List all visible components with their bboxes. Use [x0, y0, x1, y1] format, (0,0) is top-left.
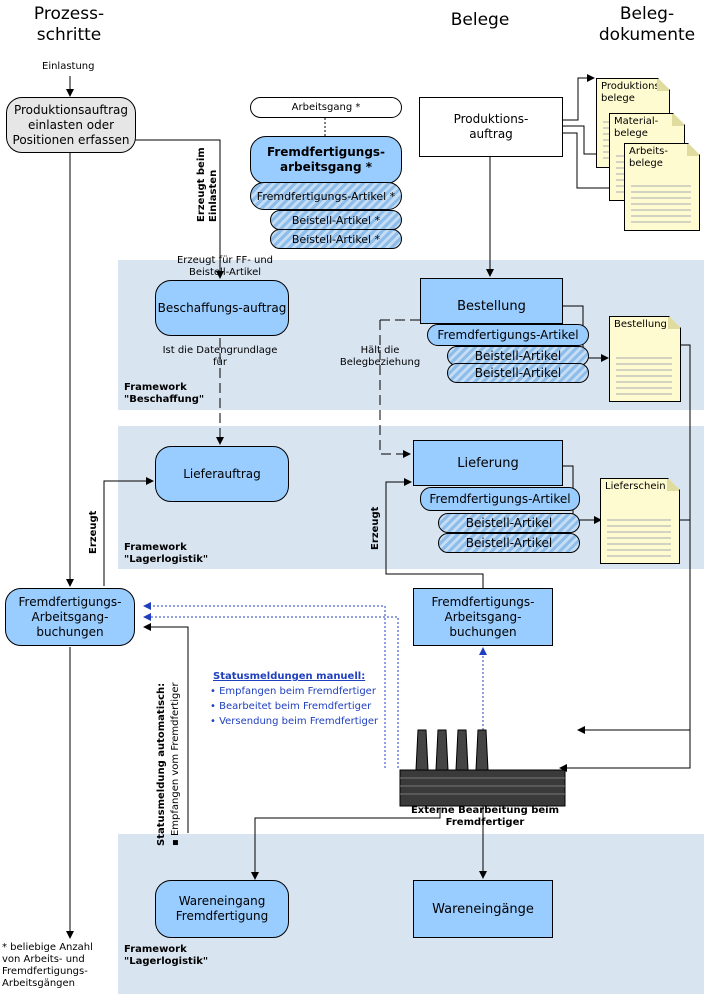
beleg-ff-buchungen[interactable]: Fremdfertigungs-Arbeitsgang-buchungen [413, 588, 553, 646]
footnote: * beliebige Anzahl von Arbeits- und Frem… [2, 942, 93, 989]
beleg-bestellung-b2: Beistell-Artikel [447, 363, 589, 383]
beleg-produktionsauftrag[interactable]: Produktions-auftrag [419, 97, 563, 157]
node-wareneingang[interactable]: Wareneingang Fremdfertigung [155, 880, 289, 938]
beleg-wareneingaenge[interactable]: Wareneingänge [413, 880, 553, 938]
doc-bestellung[interactable]: Bestellung [609, 316, 681, 402]
op-arbeitsgang: Arbeitsgang * [250, 97, 402, 118]
node-ff-buchungen-process[interactable]: Fremdfertigungs-Arbeitsgang-buchungen [5, 588, 135, 646]
status-manual: Statusmeldungen manuell: Empfangen beim … [200, 669, 390, 729]
label-erzeugt-beim-einlasten: Erzeugt beim Einlasten [196, 147, 219, 222]
framework-beschaffung: Framework"Beschaffung" [124, 382, 205, 405]
beleg-lieferung-ff: Fremdfertigungs-Artikel [420, 487, 580, 511]
label-status-auto-item: ▪ Empfangen vom Fremdfertiger [170, 682, 181, 846]
status-item: Empfangen beim Fremdfertiger [210, 684, 390, 699]
label-erzeugt-lieferauftrag: Erzeugt [88, 510, 99, 554]
node-lieferauftrag[interactable]: Lieferauftrag [155, 446, 289, 502]
status-item: Bearbeitet beim Fremdfertiger [210, 699, 390, 714]
beleg-lieferung-b1: Beistell-Artikel [438, 513, 580, 533]
framework-lagerlogistik-2: Framework"Lagerlogistik" [124, 944, 209, 967]
doc-arbeitsbelege[interactable]: Arbeits-belege [624, 143, 700, 231]
label-erzeugt-lieferung: Erzeugt [370, 506, 381, 550]
status-item: Versendung beim Fremdfertiger [210, 714, 390, 729]
op-beistell-2: Beistell-Artikel * [270, 229, 402, 249]
op-ff-arbeitsgang: Fremdfertigungs-arbeitsgang * [250, 136, 402, 184]
beleg-bestellung-ff: Fremdfertigungs-Artikel [427, 324, 589, 346]
header-belegdokumente: Beleg-dokumente [598, 4, 696, 45]
beleg-lieferung[interactable]: Lieferung [413, 440, 563, 486]
label-status-auto: Statusmeldung automatisch: [156, 682, 167, 846]
factory-icon [399, 729, 566, 807]
label-einlastung: Einlastung [42, 61, 95, 72]
beleg-bestellung[interactable]: Bestellung [420, 278, 563, 324]
op-beistell-1: Beistell-Artikel * [270, 210, 402, 230]
node-beschaffungsauftrag[interactable]: Beschaffungs-auftrag [155, 280, 289, 336]
header-prozessschritte: Prozess-schritte [33, 4, 105, 45]
framework-lagerlogistik-1: Framework"Lagerlogistik" [124, 542, 209, 565]
header-belege: Belege [450, 10, 510, 30]
beleg-lieferung-b2: Beistell-Artikel [438, 533, 580, 553]
status-manual-title: Statusmeldungen manuell: [213, 671, 366, 682]
beleg-bestellung-b1: Beistell-Artikel [447, 346, 589, 366]
doc-lieferschein[interactable]: Lieferschein [600, 478, 680, 564]
node-produktionsauftrag[interactable]: Produktionsauftrag einlasten oder Positi… [6, 97, 136, 153]
op-ff-artikel: Fremdfertigungs-Artikel * [250, 182, 402, 210]
